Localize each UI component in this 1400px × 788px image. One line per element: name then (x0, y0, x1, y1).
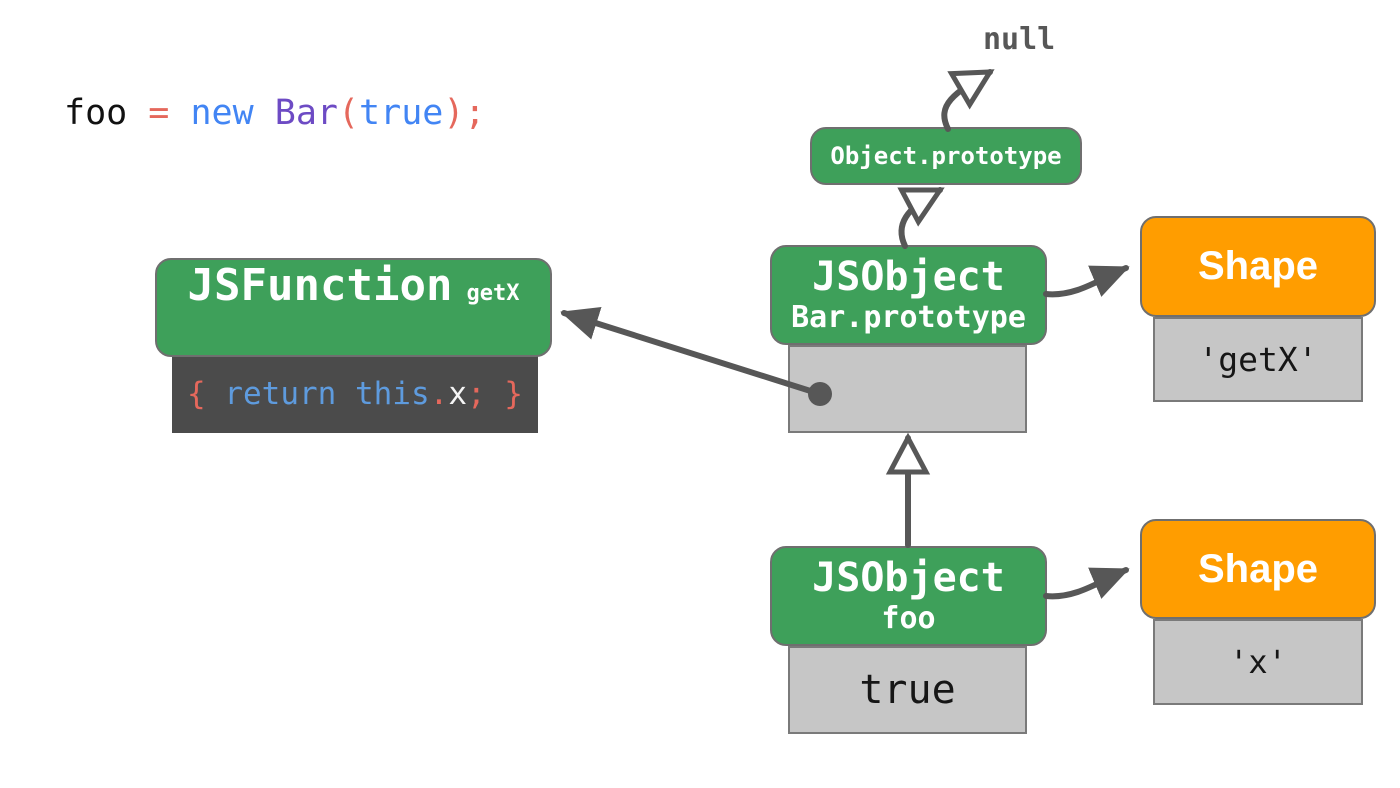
code-token: return this (224, 376, 430, 412)
null-label: null (983, 22, 1056, 57)
code-token: Bar (274, 93, 338, 133)
shape-x-slot: 'x' (1153, 619, 1363, 705)
foo-object-node: JSObject foo (770, 546, 1047, 646)
code-token: new (190, 93, 275, 133)
shape-getx-slot: 'getX' (1153, 317, 1363, 402)
code-token: = (148, 93, 191, 133)
bar-prototype-node: JSObject Bar.prototype (770, 245, 1047, 345)
arrow-object-prototype-to-null (941, 69, 995, 132)
bar-prototype-subtitle: Bar.prototype (791, 300, 1026, 335)
object-prototype-node: Object.prototype (810, 127, 1082, 185)
jsfunction-code-body: { return this.x; } (172, 355, 538, 433)
foo-object-title: JSObject (812, 555, 1005, 601)
code-token: x (448, 376, 467, 412)
code-token: { (187, 376, 225, 412)
shape-x-node: Shape (1140, 519, 1376, 619)
code-token: ; } (466, 376, 523, 412)
code-token: ( (337, 93, 360, 133)
arrow-bar-prototype-to-object-prototype (897, 187, 945, 249)
jsfunction-name-badge: getX (466, 281, 520, 306)
bar-prototype-title: JSObject (812, 254, 1005, 300)
foo-slot: true (788, 646, 1027, 734)
bar-prototype-slot (788, 345, 1027, 433)
jsfunction-title: JSFunction (187, 260, 453, 311)
jsfunction-node: JSFunction getX (155, 258, 552, 357)
arrow-foo-to-shape (1043, 567, 1130, 600)
code-token: ) (443, 93, 465, 133)
code-token: foo (64, 93, 149, 133)
code-snippet: foo = new Bar(true); (64, 93, 486, 133)
code-token: true (359, 93, 444, 133)
shape-x-title: Shape (1197, 546, 1319, 591)
arrow-bar-prototype-to-shape (1043, 265, 1130, 298)
code-token: . (429, 376, 449, 412)
object-prototype-title: Object.prototype (830, 142, 1062, 170)
foo-object-subtitle: foo (881, 601, 936, 636)
shape-getx-node: Shape (1140, 216, 1376, 317)
code-token: ; (464, 93, 486, 133)
shape-getx-title: Shape (1197, 244, 1319, 288)
